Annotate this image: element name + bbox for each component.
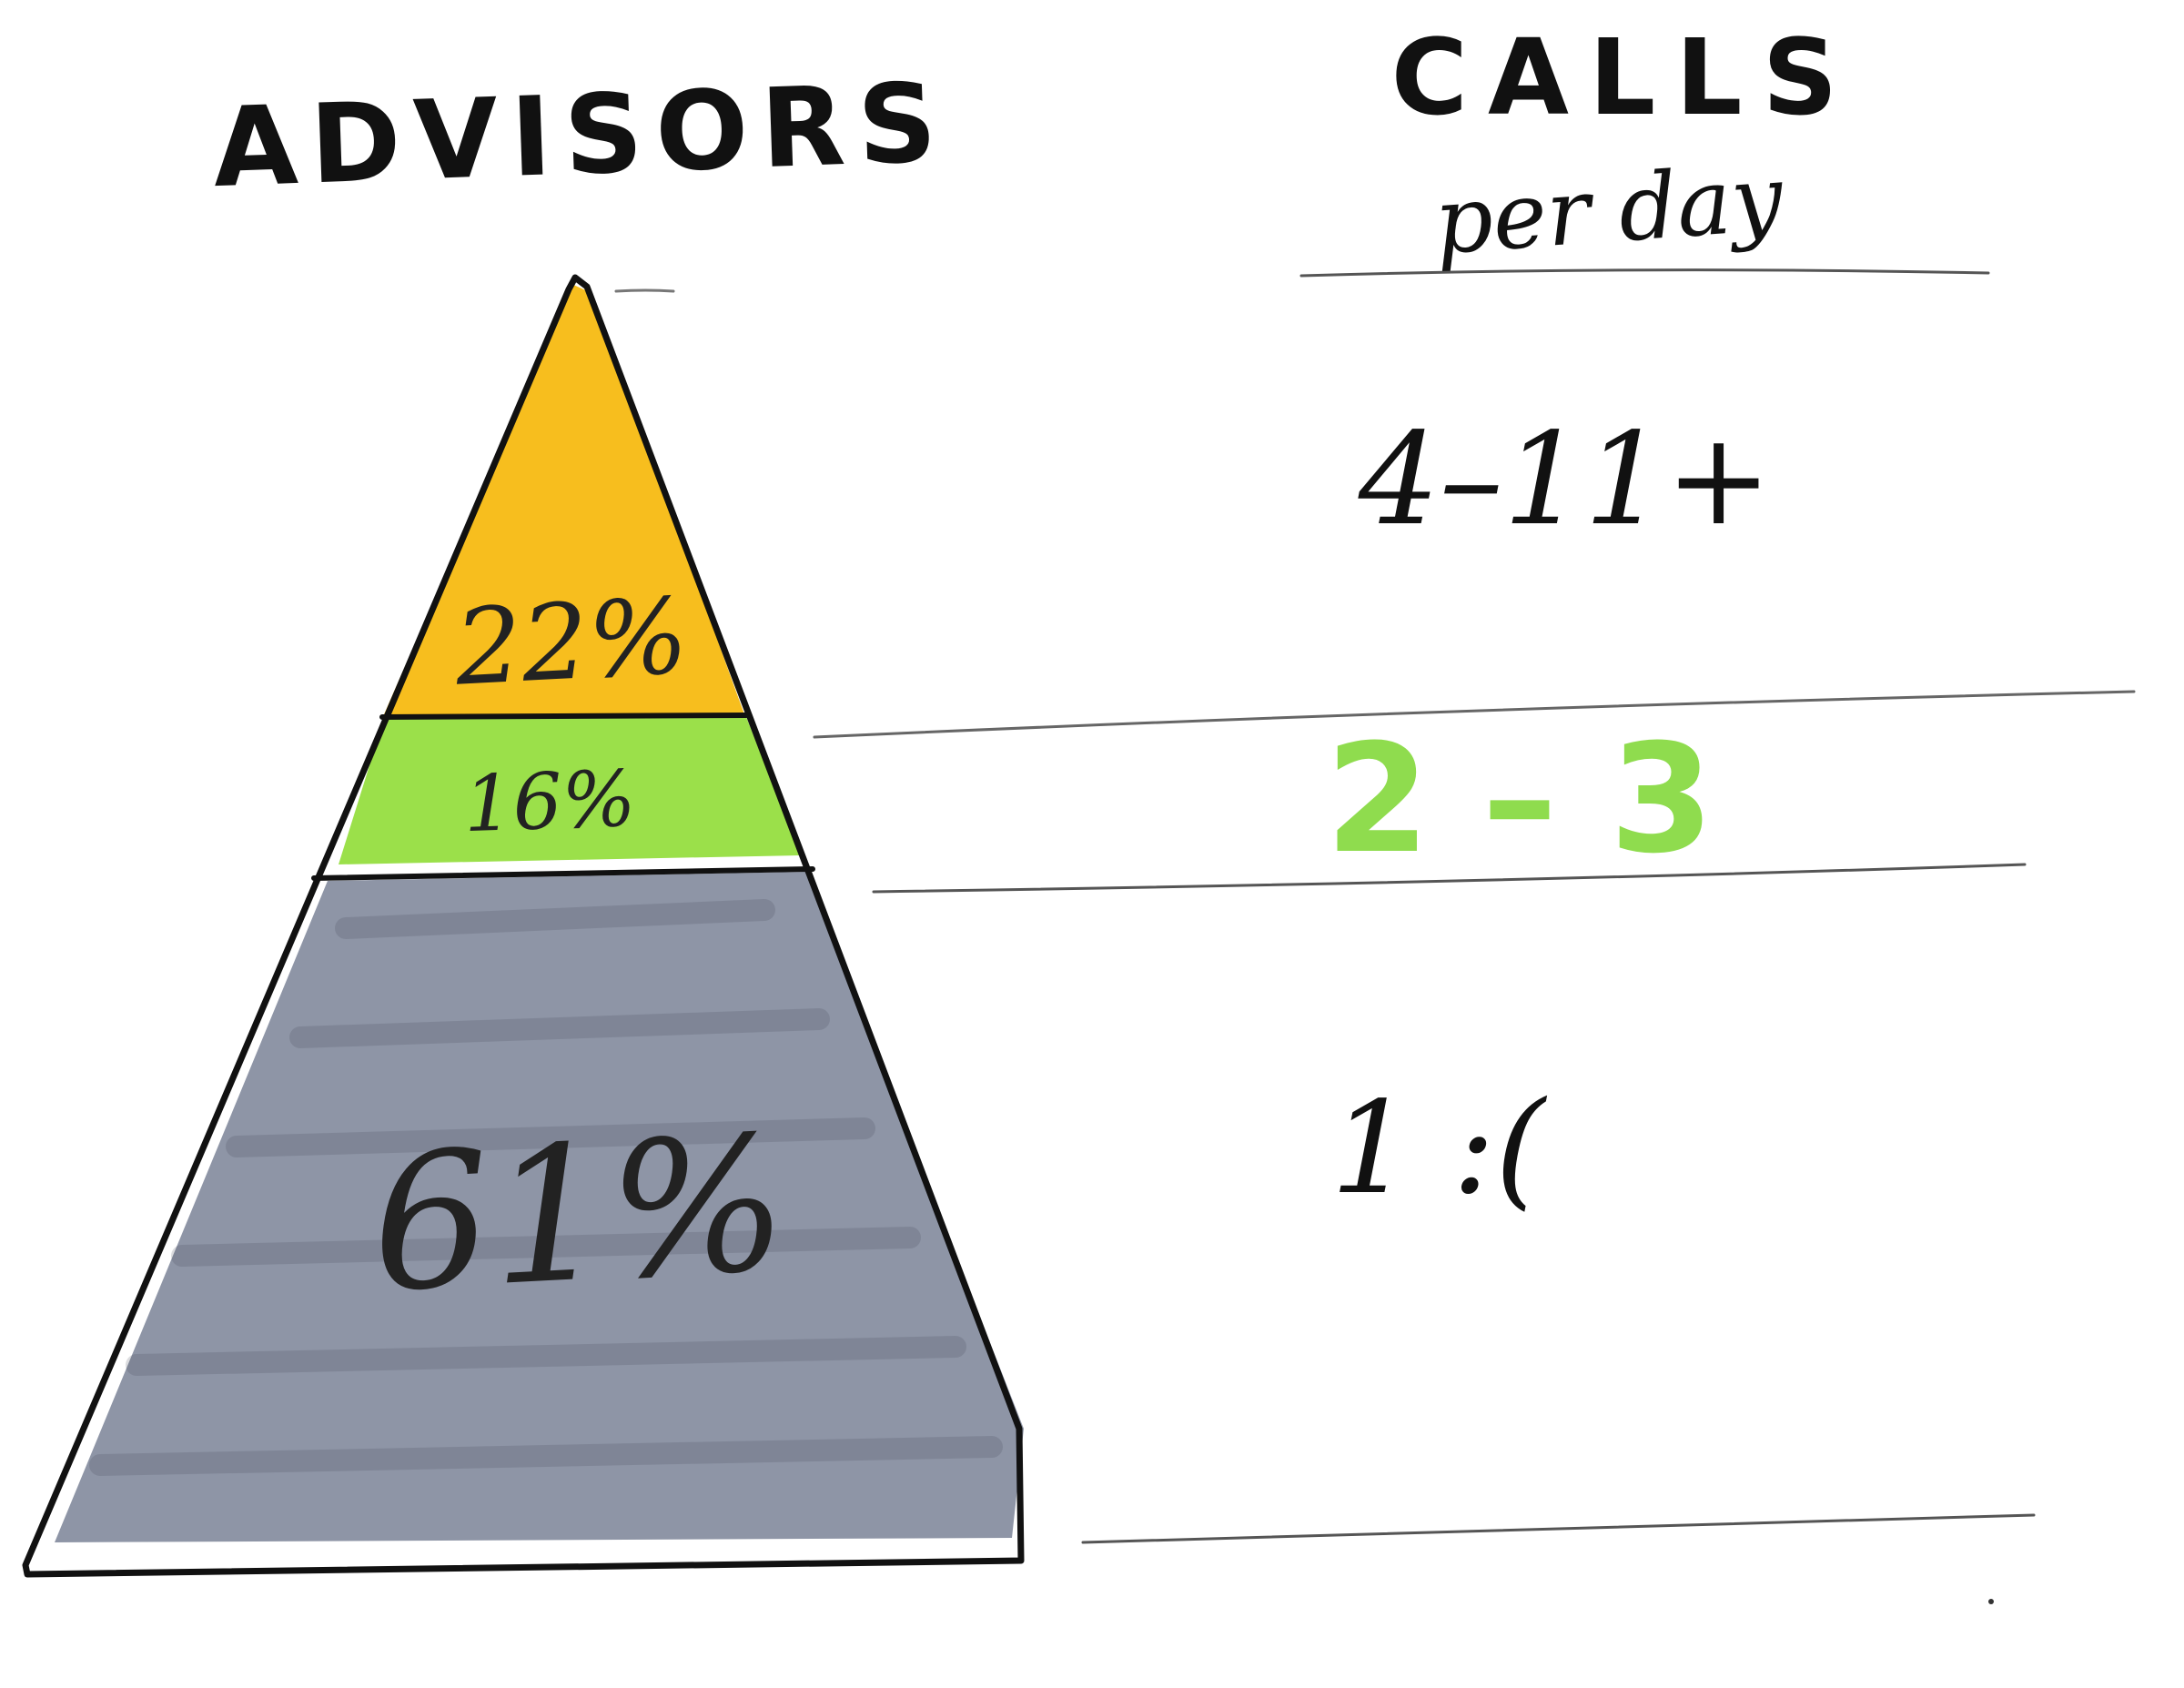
stray-mark <box>1988 1599 1994 1604</box>
tier-middle-percent: 16% <box>462 754 637 851</box>
boundary-line-22-16 <box>813 690 2136 739</box>
pyramid-outline <box>22 274 1025 1578</box>
top-boundary-line <box>1299 268 1990 278</box>
tier-divider-16-61 <box>311 866 815 881</box>
boundary-line-16-61 <box>872 863 2027 894</box>
tier-bottom-calls: 1 :( <box>1330 1075 1548 1223</box>
tier-top-calls: 4–11+ <box>1358 406 1773 554</box>
tier-divider-22-16 <box>379 713 749 720</box>
base-boundary-line <box>1081 1513 2036 1544</box>
tier-bottom-percent: 61% <box>367 1096 792 1334</box>
bottom-tier-texture <box>89 899 1003 1476</box>
calls-per-day-subheader: per day <box>1431 145 1788 276</box>
apex-tick-line <box>614 288 675 293</box>
tier-top-fill <box>384 284 744 714</box>
advisors-header: ADVISORS <box>211 60 952 212</box>
tier-top-percent: 22% <box>451 575 691 709</box>
tier-middle-calls: 2 – 3 <box>1325 712 1714 886</box>
tier-bottom-fill <box>55 872 1024 1542</box>
tier-middle-fill <box>339 717 801 864</box>
calls-header: CALLS <box>1391 17 1858 139</box>
